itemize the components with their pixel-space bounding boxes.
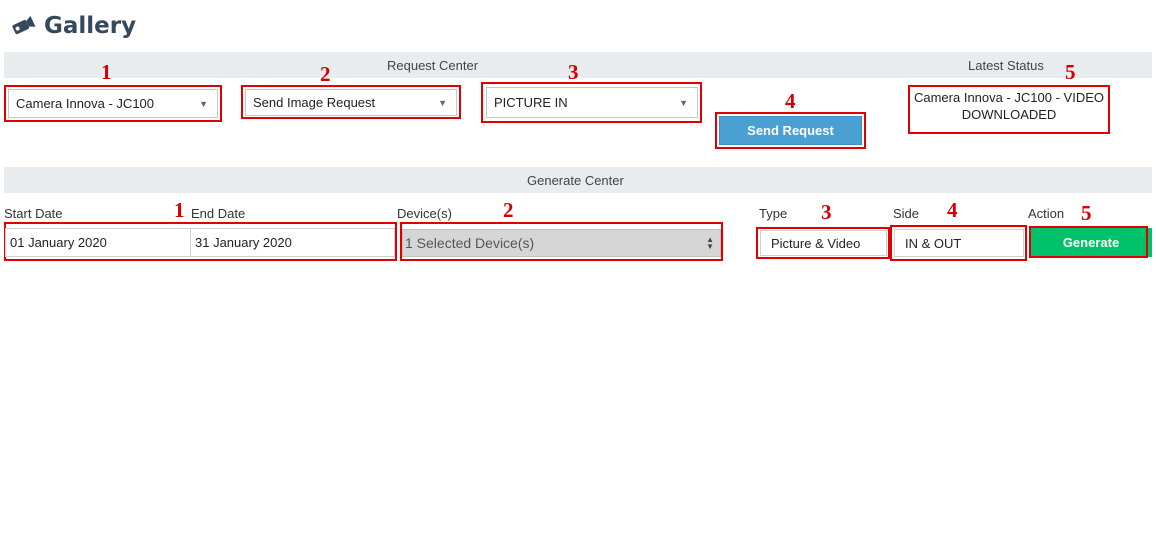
page-title: Gallery bbox=[44, 13, 137, 39]
caret-down-icon: ▼ bbox=[679, 97, 688, 108]
sort-arrows-icon: ▲▼ bbox=[706, 235, 714, 251]
type-label: Type bbox=[759, 206, 788, 221]
side-select-generate-value: IN & OUT bbox=[905, 235, 962, 251]
devices-select-value: 1 Selected Device(s) bbox=[405, 235, 535, 251]
highlight-side-select bbox=[481, 82, 702, 123]
action-label: Action bbox=[1028, 206, 1065, 221]
marker-1: 1 bbox=[174, 198, 185, 222]
caret-down-icon: ▼ bbox=[438, 97, 447, 108]
marker-3: 3 bbox=[821, 200, 832, 224]
device-select-value: Camera Innova - JC100 bbox=[16, 96, 155, 111]
generate-button[interactable]: Generate bbox=[1030, 228, 1152, 257]
type-select[interactable]: Picture & Video bbox=[760, 230, 887, 256]
generate-center-heading: Generate Center bbox=[527, 173, 624, 188]
request-type-select-value: Send Image Request bbox=[253, 95, 376, 110]
type-select-value: Picture & Video bbox=[771, 235, 861, 251]
marker-2: 2 bbox=[320, 62, 331, 86]
request-center-band: Request Center Latest Status bbox=[4, 52, 1152, 78]
start-date-value: 01 January 2020 bbox=[10, 235, 107, 250]
side-select[interactable]: PICTURE IN ▼ bbox=[486, 87, 698, 118]
side-select-generate[interactable]: IN & OUT bbox=[894, 229, 1024, 257]
latest-status-text: Camera Innova - JC100 - VIDEO DOWNLOADED bbox=[913, 90, 1105, 122]
end-date-label: End Date bbox=[191, 206, 246, 221]
highlight-devices-select bbox=[400, 222, 723, 261]
highlight-device-select bbox=[4, 85, 222, 122]
side-select-value: PICTURE IN bbox=[494, 95, 568, 110]
request-type-select[interactable]: Send Image Request ▼ bbox=[245, 89, 457, 116]
end-date-value: 31 January 2020 bbox=[195, 235, 292, 250]
latest-status-heading: Latest Status bbox=[968, 58, 1044, 73]
highlight-latest-status bbox=[908, 85, 1110, 134]
highlight-type-select bbox=[756, 227, 890, 259]
end-date-input[interactable]: 31 January 2020 bbox=[190, 228, 395, 257]
generate-center-band: Generate Center bbox=[4, 167, 1152, 193]
request-center-heading: Request Center bbox=[387, 58, 479, 73]
highlight-request-type-select bbox=[241, 85, 461, 119]
marker-2: 2 bbox=[503, 198, 514, 222]
marker-5: 5 bbox=[1081, 201, 1092, 225]
start-date-input[interactable]: 01 January 2020 bbox=[5, 228, 191, 257]
devices-multiselect[interactable]: 1 Selected Device(s) ▲▼ bbox=[402, 229, 721, 257]
page-header: Gallery bbox=[10, 8, 136, 44]
marker-1: 1 bbox=[101, 60, 112, 84]
marker-3: 3 bbox=[568, 60, 579, 84]
highlight-generate-button bbox=[1029, 226, 1148, 258]
camera-icon bbox=[12, 15, 36, 35]
marker-4: 4 bbox=[785, 89, 796, 113]
devices-label: Device(s) bbox=[397, 206, 452, 221]
highlight-side-select-generate bbox=[890, 225, 1027, 261]
caret-down-icon: ▼ bbox=[199, 98, 208, 109]
device-select[interactable]: Camera Innova - JC100 ▼ bbox=[8, 89, 218, 118]
marker-5: 5 bbox=[1065, 60, 1076, 84]
marker-4: 4 bbox=[947, 198, 958, 222]
start-date-label: Start Date bbox=[4, 206, 63, 221]
send-request-button[interactable]: Send Request bbox=[719, 116, 862, 145]
highlight-send-request-button bbox=[715, 112, 866, 149]
side-label: Side bbox=[893, 206, 920, 221]
